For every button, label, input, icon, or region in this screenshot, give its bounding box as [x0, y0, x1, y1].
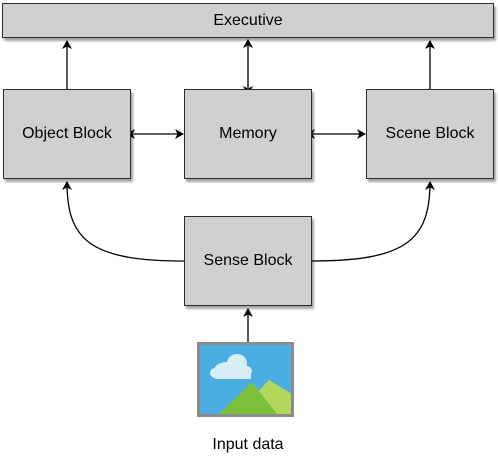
object-block-node: Object Block: [3, 89, 131, 179]
input-data-caption: Input data: [212, 436, 284, 453]
object-block-label: Object Block: [22, 125, 112, 142]
sense-block-label: Sense Block: [203, 252, 293, 269]
scene-block-label: Scene Block: [385, 125, 475, 142]
sense-block-node: Sense Block: [184, 216, 312, 306]
memory-label: Memory: [219, 125, 277, 142]
scene-block-node: Scene Block: [366, 89, 494, 179]
memory-node: Memory: [184, 89, 312, 179]
image-icon: [197, 342, 294, 417]
executive-node: Executive: [2, 3, 494, 38]
edge-sense-to-scene: [311, 181, 435, 262]
executive-label: Executive: [213, 11, 283, 29]
edge-sense-to-object: [62, 181, 185, 262]
